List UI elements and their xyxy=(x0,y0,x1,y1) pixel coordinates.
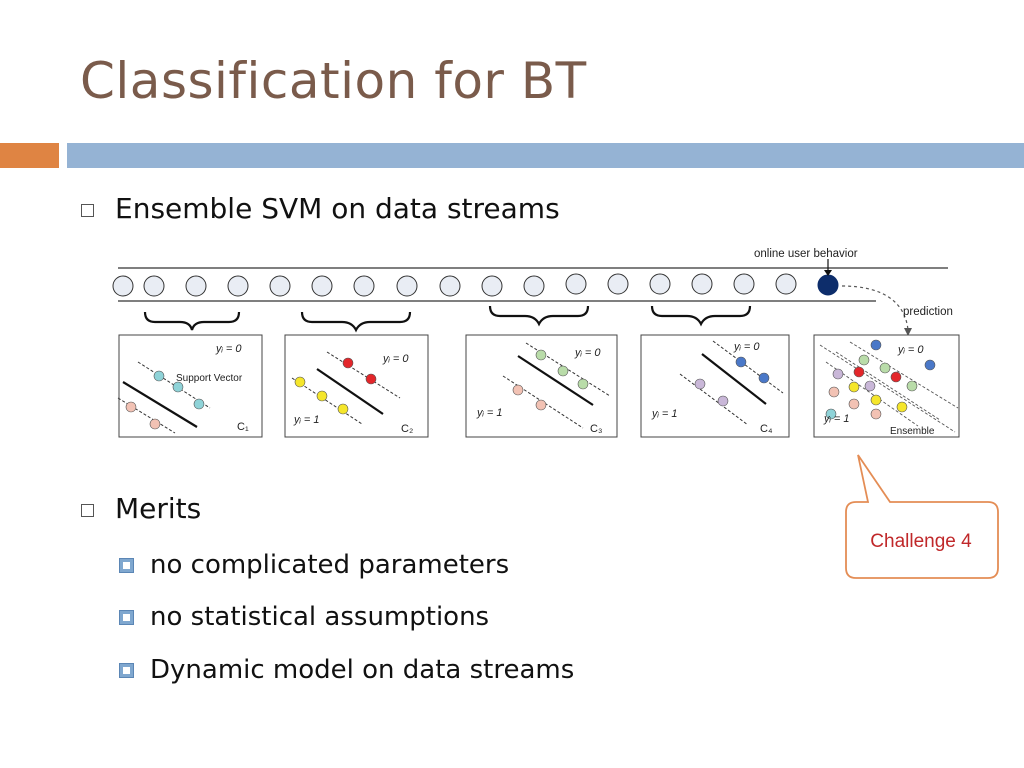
sub-bullet-no-statistical-assumptions: no statistical assumptions xyxy=(119,602,490,632)
bullet-text: Merits xyxy=(115,492,202,525)
sub-bullet-no-complicated-parameters: no complicated parameters xyxy=(119,550,510,580)
brace-3 xyxy=(488,305,590,327)
brace-4 xyxy=(650,305,752,327)
stream-circle xyxy=(227,275,249,297)
square-bullet-icon xyxy=(119,558,134,573)
svg-text:yᵢ = 0: yᵢ = 0 xyxy=(215,343,242,355)
stream-circle xyxy=(481,275,503,297)
stream-circle xyxy=(269,275,291,297)
online-user-behavior-label: online user behavior xyxy=(754,248,858,260)
stream-circle xyxy=(691,273,713,295)
stream-circle xyxy=(607,273,629,295)
online-behavior-circle xyxy=(817,274,839,296)
stream-circle xyxy=(649,273,671,295)
stream-circle xyxy=(353,275,375,297)
bullet-ensemble-svm: Ensemble SVM on data streams xyxy=(81,192,560,225)
svg-text:yᵢ = 1: yᵢ = 1 xyxy=(823,413,850,425)
square-bullet-icon xyxy=(119,663,134,678)
svg-text:Support Vector: Support Vector xyxy=(176,373,243,384)
svg-text:C₃: C₃ xyxy=(590,423,602,435)
challenge-callout xyxy=(845,454,999,579)
panel-c3: yᵢ = 0 yᵢ = 1 C₃ xyxy=(465,334,618,438)
stream-circles xyxy=(112,273,797,297)
svg-text:C₂: C₂ xyxy=(401,423,413,435)
stream-circle xyxy=(523,275,545,297)
panel-c1: yᵢ = 0 Support Vector C₁ xyxy=(117,334,263,438)
hollow-square-bullet-icon xyxy=(81,204,94,217)
svg-text:yᵢ = 0: yᵢ = 0 xyxy=(897,344,924,356)
stream-circle xyxy=(439,275,461,297)
square-bullet-icon xyxy=(119,610,134,625)
brace-1 xyxy=(143,311,241,331)
stream-circle xyxy=(733,273,755,295)
accent-bar-blue xyxy=(67,143,1024,168)
panel-c2: yᵢ = 0 yᵢ = 1 C₂ xyxy=(284,334,429,438)
stream-circle xyxy=(185,275,207,297)
sub-bullet-dynamic-model: Dynamic model on data streams xyxy=(119,655,575,685)
accent-bar-orange xyxy=(0,143,59,168)
sub-bullet-text: Dynamic model on data streams xyxy=(150,655,575,685)
stream-circle xyxy=(112,275,134,297)
challenge-callout-text: Challenge 4 xyxy=(870,531,972,552)
prediction-arrow xyxy=(841,285,909,331)
bullet-merits: Merits xyxy=(81,492,202,525)
svg-text:yᵢ = 1: yᵢ = 1 xyxy=(293,414,320,426)
stream-circle xyxy=(311,275,333,297)
prediction-arrowhead-icon xyxy=(904,328,912,336)
down-arrow-icon xyxy=(824,270,832,276)
bullet-text: Ensemble SVM on data streams xyxy=(115,192,560,225)
svg-text:yᵢ = 1: yᵢ = 1 xyxy=(476,407,503,419)
slide-title: Classification for BT xyxy=(80,52,587,110)
sub-bullet-text: no statistical assumptions xyxy=(150,602,490,632)
braces xyxy=(143,305,752,333)
sub-bullet-text: no complicated parameters xyxy=(150,550,510,580)
svg-text:C₄: C₄ xyxy=(760,423,773,435)
stream-circle xyxy=(396,275,418,297)
svg-text:yᵢ = 0: yᵢ = 0 xyxy=(574,347,601,359)
svg-text:Ensemble: Ensemble xyxy=(890,426,935,437)
svg-text:C₁: C₁ xyxy=(237,421,249,433)
stream-circle xyxy=(775,273,797,295)
svg-text:yᵢ = 0: yᵢ = 0 xyxy=(733,341,760,353)
svg-text:yᵢ = 1: yᵢ = 1 xyxy=(651,408,678,420)
prediction-label: prediction xyxy=(903,306,953,318)
stream-circle xyxy=(143,275,165,297)
svg-text:yᵢ = 0: yᵢ = 0 xyxy=(382,353,409,365)
hollow-square-bullet-icon xyxy=(81,504,94,517)
panel-ensemble: yᵢ = 0 yᵢ = 1 Ensemble xyxy=(813,334,960,438)
panel-c4: yᵢ = 0 yᵢ = 1 C₄ xyxy=(640,334,790,438)
brace-2 xyxy=(300,311,412,333)
stream-circle xyxy=(565,273,587,295)
